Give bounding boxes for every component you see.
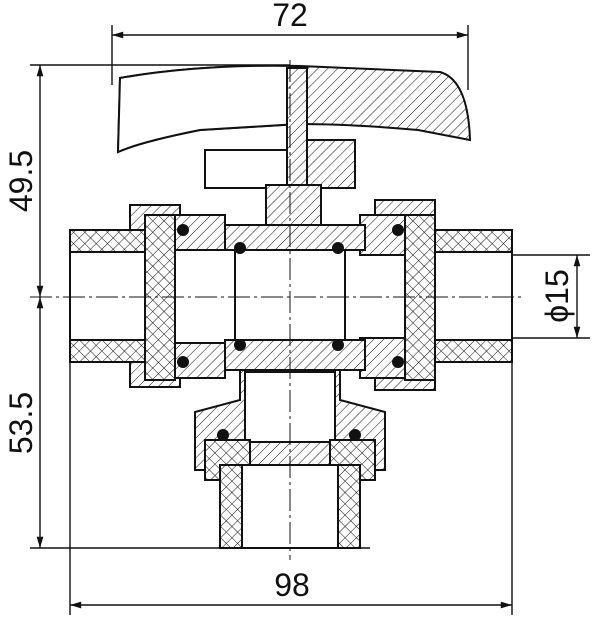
dimension-72: 72 [111,0,469,90]
dimension-phi15: ϕ15 [512,254,590,339]
handle [116,64,472,226]
dim-label-53-5: 53.5 [3,392,39,454]
dim-label-72: 72 [272,0,308,33]
dimension-98: 98 [69,362,513,615]
dim-label-98: 98 [274,567,310,603]
dimension-vertical-left: 49.5 53.5 [3,64,370,549]
right-connector [359,199,513,391]
dim-label-49-5: 49.5 [3,150,39,212]
dim-label-phi15: ϕ15 [539,269,575,323]
left-connector [69,204,226,388]
